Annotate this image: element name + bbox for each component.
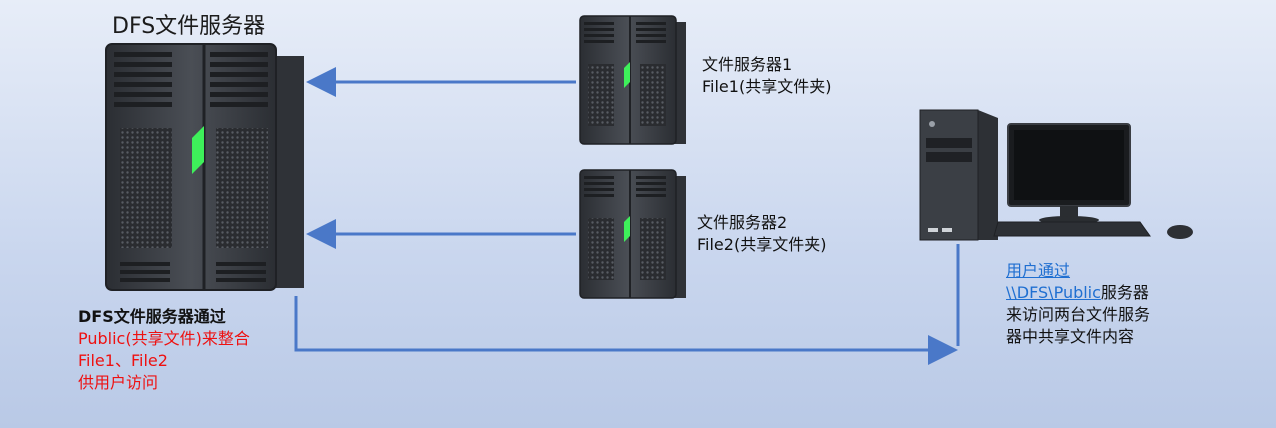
dfs-desc-line2: Public(共享文件)来整合 (78, 329, 250, 348)
server2-label: 文件服务器2 File2(共享文件夹) (697, 212, 826, 256)
dfs-server-title: DFS文件服务器 (112, 14, 266, 39)
server1-name: 文件服务器1 (702, 55, 793, 74)
server2-share: File2(共享文件夹) (697, 235, 827, 254)
client-link-line1[interactable]: 用户通过 (1006, 261, 1071, 280)
client-desc-line3: 来访问两台文件服务 (1006, 305, 1151, 324)
server2-name: 文件服务器2 (697, 213, 788, 232)
client-desc-line2-rest: 服务器 (1100, 283, 1149, 302)
client-desc-line4: 器中共享文件内容 (1006, 327, 1135, 346)
server1-share: File1(共享文件夹) (702, 77, 832, 96)
client-description: 用户通过 \\DFS\Public服务器 来访问两台文件服务 器中共享文件内容 (1006, 260, 1150, 348)
arrow-dfs-to-client (294, 296, 958, 365)
dfs-description: DFS文件服务器通过 Public(共享文件)来整合 File1、File2 供… (78, 306, 250, 394)
dfs-desc-line1: DFS文件服务器通过 (78, 307, 226, 326)
dfs-public-path-link[interactable]: \\DFS\Public (1006, 283, 1101, 302)
dfs-desc-line4: 供用户访问 (78, 373, 159, 392)
dfs-desc-line3: File1、File2 (78, 351, 168, 370)
server1-label: 文件服务器1 File1(共享文件夹) (702, 54, 831, 98)
